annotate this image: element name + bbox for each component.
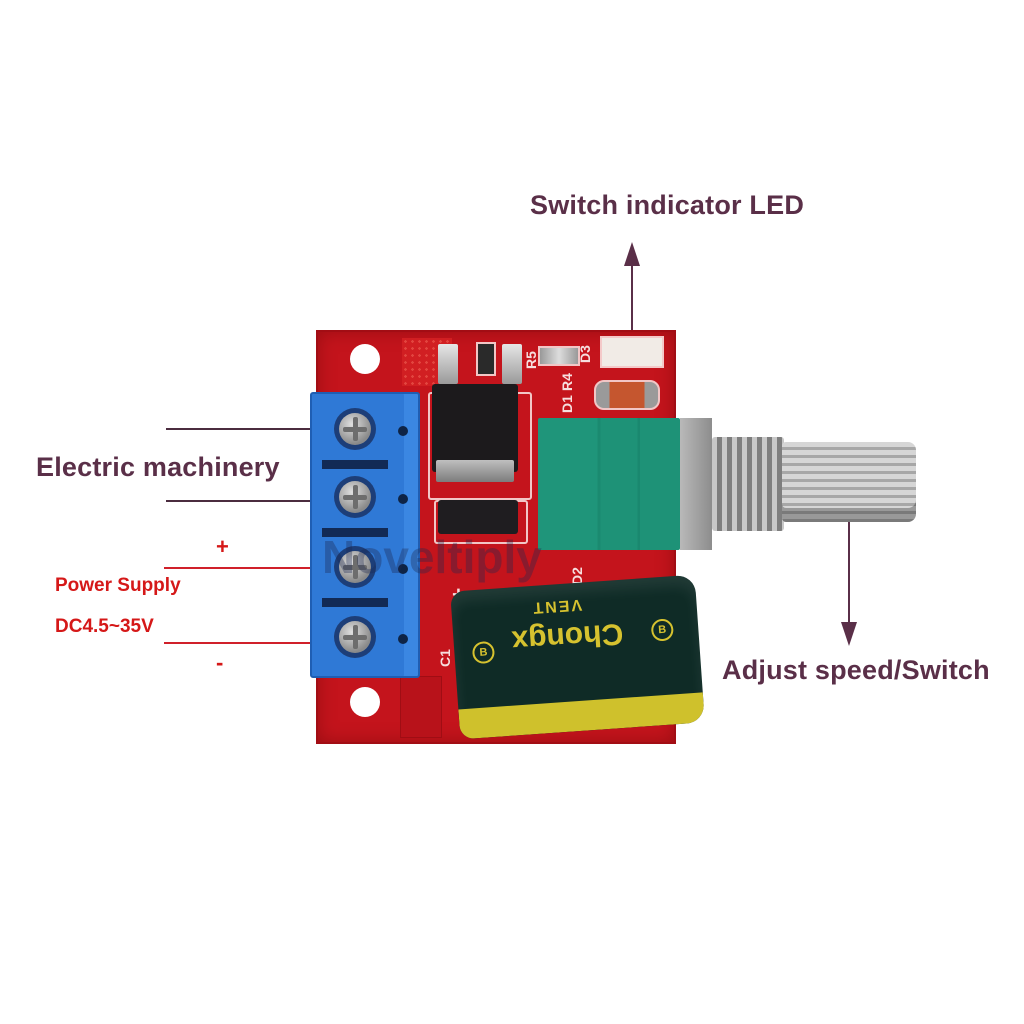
voltage-label: DC4.5~35V xyxy=(55,616,154,637)
wire-entry-1 xyxy=(398,426,408,436)
screw-head-icon xyxy=(339,481,371,513)
power-supply-label: Power Supply xyxy=(55,575,181,596)
silk-c1: C1 xyxy=(436,649,453,667)
motor-line-top xyxy=(166,428,312,430)
electrolytic-capacitor: VENT B Chongx B xyxy=(450,574,705,740)
potentiometer-body xyxy=(538,418,680,550)
motor-line-bottom xyxy=(166,500,312,502)
diode-d1 xyxy=(594,380,660,410)
capacitor-vent-text: VENT xyxy=(530,595,583,617)
mosfet-heat-tab xyxy=(436,460,514,482)
terminal-divider xyxy=(322,460,388,469)
power-minus-sign: - xyxy=(216,650,224,675)
silk-d1: D1 xyxy=(558,395,575,413)
silk-r4: R4 xyxy=(558,373,575,391)
adjust-arrow-line xyxy=(848,500,850,628)
switch-indicator-led xyxy=(600,336,664,368)
power-line-positive xyxy=(164,567,312,569)
power-line-negative xyxy=(164,642,312,644)
terminal-screw-power-negative[interactable] xyxy=(334,616,376,658)
capacitor-brand: Chongx xyxy=(510,616,625,658)
capacitor-mark-icon: B xyxy=(650,618,675,642)
wire-entry-4 xyxy=(398,634,408,644)
wire-entry-3 xyxy=(398,564,408,574)
mounting-hole-bottom xyxy=(350,687,380,717)
silk-d3: D3 xyxy=(576,345,593,363)
screw-head-icon xyxy=(339,551,371,583)
potentiometer-bracket xyxy=(680,418,712,550)
watermark: Noveltiply xyxy=(322,531,542,583)
adjust-speed-label: Adjust speed/Switch xyxy=(722,655,990,685)
arrow-down-icon xyxy=(841,622,857,646)
mosfet-lead-left xyxy=(438,344,458,384)
terminal-screw-power-positive[interactable] xyxy=(334,546,376,588)
screw-head-icon xyxy=(339,621,371,653)
mounting-hole-top xyxy=(350,344,380,374)
switch-led-arrow-line xyxy=(631,262,633,334)
motor-label: Electric machinery xyxy=(36,452,280,482)
potentiometer-thread xyxy=(712,437,784,531)
screw-terminal-block xyxy=(310,392,420,678)
solder-pad-bottom xyxy=(400,676,442,738)
terminal-screw-motor-1[interactable] xyxy=(334,408,376,450)
screw-head-icon xyxy=(339,413,371,445)
terminal-divider xyxy=(322,528,388,537)
resistor-r4 xyxy=(538,346,580,366)
resistor-r5 xyxy=(476,342,496,376)
silk-r5: R5 xyxy=(522,351,539,369)
terminal-divider xyxy=(322,598,388,607)
arrow-up-icon xyxy=(624,242,640,266)
mosfet-chip xyxy=(432,384,518,472)
wire-entry-2 xyxy=(398,494,408,504)
mosfet-lead-right xyxy=(502,344,522,384)
speed-adjust-knob-shaft[interactable] xyxy=(782,442,916,522)
capacitor-mark-icon: B xyxy=(471,640,496,665)
driver-ic xyxy=(438,500,518,534)
terminal-screw-motor-2[interactable] xyxy=(334,476,376,518)
power-plus-sign: + xyxy=(216,534,229,559)
switch-led-label: Switch indicator LED xyxy=(530,190,805,220)
